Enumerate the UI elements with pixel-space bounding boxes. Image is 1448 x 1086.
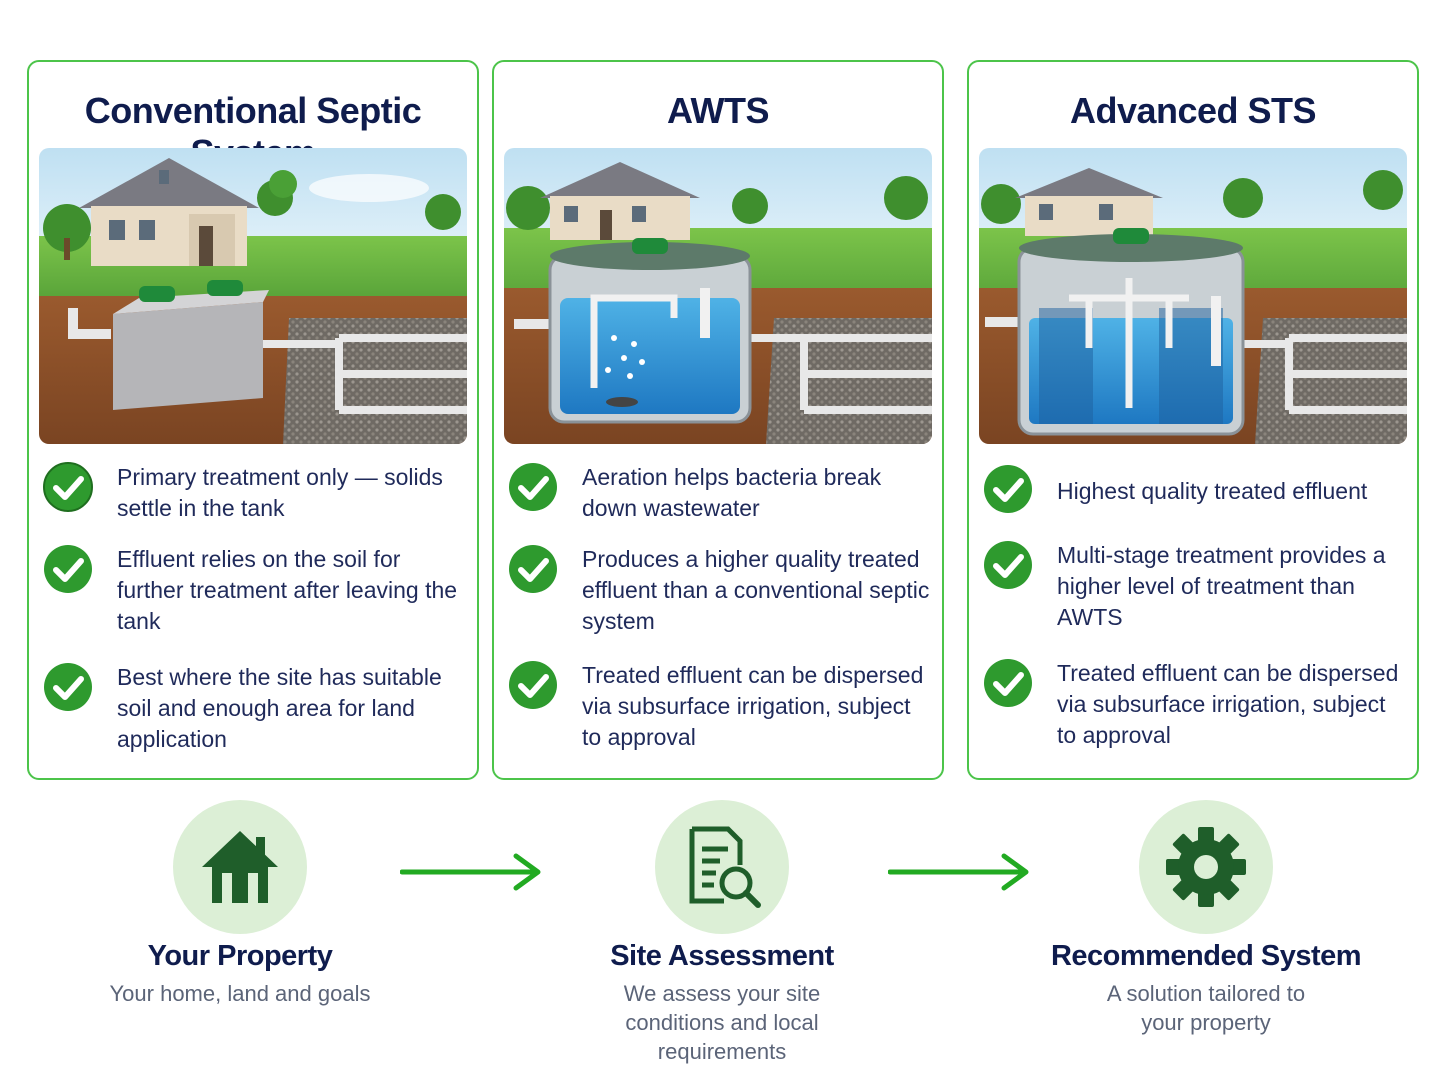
conventional-septic-illustration (39, 148, 467, 444)
house-illustration (1015, 168, 1163, 236)
step-title: Site Assessment (610, 940, 834, 972)
feature-text: Multi-stage treatment provides a higher … (1057, 542, 1386, 630)
feature-text: Aeration helps bacteria break down waste… (582, 464, 882, 521)
check-icon (984, 465, 1032, 513)
step-title: Your Property (147, 940, 333, 972)
check-icon (984, 541, 1032, 589)
septic-tank (113, 280, 269, 410)
check-icon (509, 661, 557, 709)
feature-text: Treated effluent can be dispersed via su… (1057, 660, 1399, 748)
gear-icon (1166, 827, 1246, 907)
card-conventional: Conventional Septic System (27, 60, 479, 780)
feature-item: Aeration helps bacteria break down waste… (508, 462, 932, 524)
feature-item: Treated effluent can be dispersed via su… (508, 660, 932, 753)
card-title: Advanced STS (1069, 90, 1317, 131)
feature-item: Highest quality treated effluent (983, 464, 1407, 514)
step-icon-circle (655, 800, 789, 934)
check-icon (44, 545, 92, 593)
advanced-sts-tank (1017, 228, 1245, 436)
arrow-right-icon (400, 853, 541, 891)
feature-item: Treated effluent can be dispersed via su… (983, 658, 1407, 751)
feature-text: Produces a higher quality treated efflue… (582, 546, 930, 634)
card-awts: AWTS (492, 60, 944, 780)
awts-tank (548, 238, 752, 424)
check-icon (44, 663, 92, 711)
feature-item: Best where the site has suitable soil an… (43, 662, 467, 755)
card-advanced-sts: Advanced STS (967, 60, 1419, 780)
feature-text: Primary treatment only — solids settle i… (117, 464, 443, 521)
check-icon (984, 659, 1032, 707)
step-site-assessment: Site Assessment We assess your site cond… (532, 800, 912, 1066)
feature-text: Treated effluent can be dispersed via su… (582, 662, 924, 750)
check-icon (509, 545, 557, 593)
step-description: Your home, land and goals (109, 981, 371, 1006)
feature-text: Best where the site has suitable soil an… (117, 664, 442, 752)
feature-item: Produces a higher quality treated efflue… (508, 544, 932, 637)
feature-item: Multi-stage treatment provides a higher … (983, 540, 1407, 633)
arrow-right-icon (888, 853, 1029, 891)
house-illustration (540, 162, 700, 240)
step-description: A solution tailored to your property (1106, 981, 1306, 1035)
step-icon-circle (1139, 800, 1273, 934)
step-recommended-system: Recommended System A solution tailored t… (1016, 800, 1396, 1037)
step-your-property: Your Property Your home, land and goals (50, 800, 430, 1008)
check-icon (509, 463, 557, 511)
house-icon (202, 831, 278, 903)
feature-text: Effluent relies on the soil for further … (117, 546, 458, 634)
feature-item: Effluent relies on the soil for further … (43, 544, 467, 637)
step-title: Recommended System (1050, 940, 1362, 972)
house-illustration (79, 158, 259, 266)
advanced-sts-illustration (979, 148, 1407, 444)
document-search-icon (689, 826, 761, 908)
awts-illustration (504, 148, 932, 444)
step-description: We assess your site conditions and local… (623, 981, 821, 1064)
feature-item: Primary treatment only — solids settle i… (43, 462, 467, 524)
check-icon (43, 462, 93, 512)
step-icon-circle (173, 800, 307, 934)
feature-text: Highest quality treated effluent (1057, 478, 1368, 504)
card-title: AWTS (667, 90, 770, 131)
